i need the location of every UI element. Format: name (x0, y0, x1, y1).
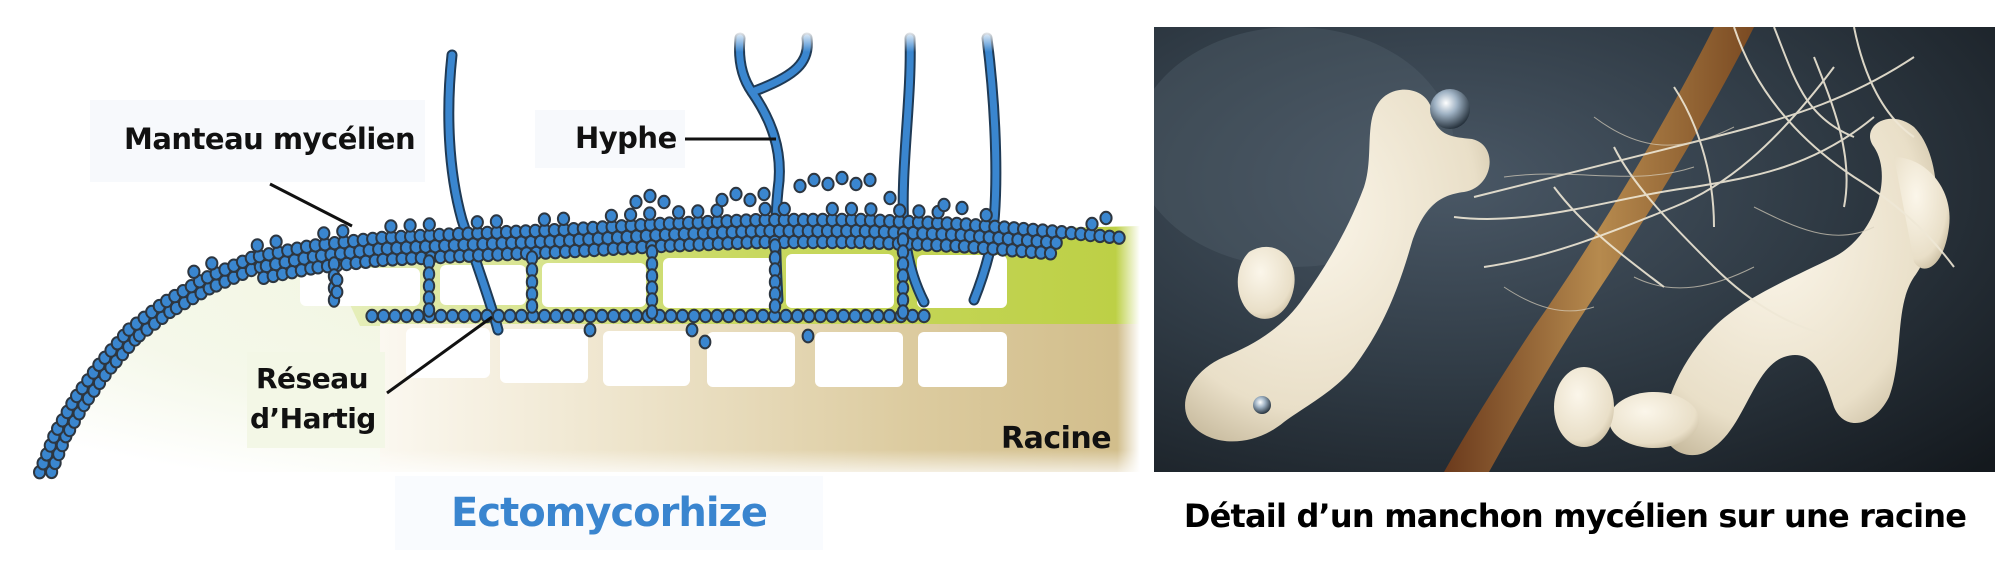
ectomycorrhiza-diagram: Manteau mycélien Hyphe Réseau d’Hartig R… (0, 0, 1150, 480)
hypha-label-box (535, 110, 685, 168)
water-droplet (1430, 89, 1470, 129)
mantle-label-box (90, 100, 425, 182)
lower-cells (406, 328, 1007, 387)
label-racine: Racine (1001, 421, 1112, 456)
label-manteau-mycelien: Manteau mycélien (124, 122, 416, 156)
hyphal-strands (1453, 26, 1955, 338)
diagram-title: Ectomycorhize (451, 490, 768, 536)
leader-lines (269, 137, 776, 395)
label-dhartig: d’Hartig (250, 402, 376, 435)
hartig-label-box (247, 352, 385, 448)
fungal-cells (33, 170, 1126, 480)
photo-image (1134, 26, 1995, 472)
label-reseau: Réseau (256, 362, 369, 395)
water-droplet (1253, 396, 1271, 414)
diagram-canvas (33, 30, 1140, 480)
photo-caption: Détail d’un manchon mycélien sur une rac… (1183, 497, 1967, 535)
mycelial-sheath-photo (1134, 26, 1995, 472)
mycorrhizal-sheaths (1185, 89, 1950, 456)
label-hyphe: Hyphe (575, 121, 677, 155)
diagram-title-box: Ectomycorhize (395, 476, 823, 550)
root-strand (1444, 27, 1754, 472)
